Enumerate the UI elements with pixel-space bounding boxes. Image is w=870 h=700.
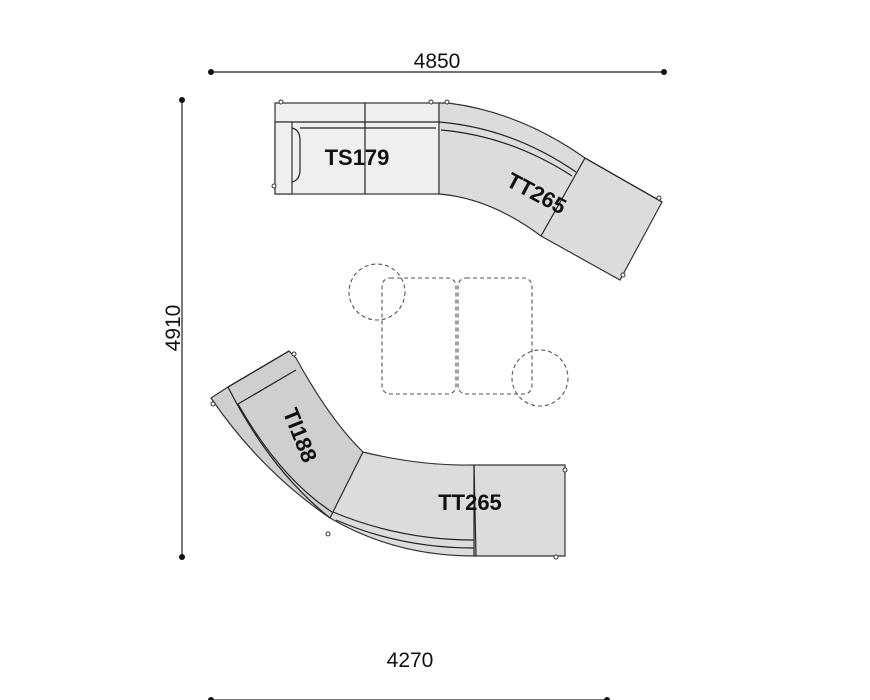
top-dimension-label: 4850	[414, 50, 461, 73]
top-sofa: TS179 TT265	[271, 99, 663, 281]
tt265-top-module: TT265	[438, 99, 663, 281]
top-dimension: 4850	[208, 50, 667, 75]
ts179-label: TS179	[325, 145, 390, 170]
table-right	[457, 277, 533, 395]
table-left	[381, 277, 457, 395]
left-dimension: 4910	[162, 97, 185, 560]
tt265-bottom-module: TT265	[325, 451, 568, 560]
stool-bottom-right	[511, 349, 569, 407]
bottom-sofa: TI188 TT265	[210, 350, 568, 560]
tt265-bottom-label: TT265	[438, 490, 502, 515]
bottom-dimension-label: 4270	[387, 649, 434, 672]
stool-top-left	[348, 263, 406, 321]
left-dimension-label: 4910	[162, 305, 185, 352]
bottom-dimension: 4270	[208, 649, 610, 700]
ti188-module: TI188	[210, 350, 364, 519]
center-tables	[348, 263, 569, 407]
ts179-module: TS179	[271, 99, 440, 195]
